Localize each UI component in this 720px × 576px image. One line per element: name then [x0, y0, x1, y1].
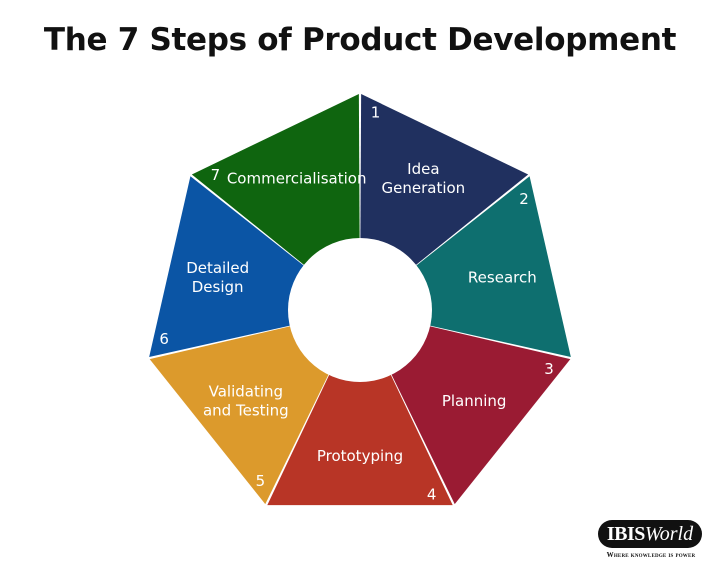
step-number-1: 1	[371, 104, 381, 122]
step-number-2: 2	[519, 190, 529, 208]
step-label-2: Research	[468, 269, 537, 287]
logo-brand-italic: World	[644, 523, 694, 545]
step-label-3: Planning	[442, 392, 507, 410]
step-number-7: 7	[211, 166, 221, 184]
step-number-4: 4	[427, 486, 437, 504]
logo-tagline: Where knowledge is power	[606, 551, 696, 559]
wheel-segment-1	[360, 94, 529, 267]
wheel-segment-4	[267, 373, 453, 506]
step-label-7: Commercialisation	[227, 169, 367, 187]
step-number-3: 3	[544, 360, 554, 378]
page-title: The 7 Steps of Product Development	[43, 22, 677, 58]
wheel-segment-3	[390, 325, 571, 505]
step-label-4: Prototyping	[317, 447, 403, 465]
step-number-6: 6	[159, 330, 169, 348]
wheel-center-hole	[288, 238, 432, 382]
wheel-segment-5	[149, 325, 330, 505]
logo-brand-bold: IBIS	[606, 523, 646, 545]
wheel-segment-2	[414, 176, 571, 357]
step-number-5: 5	[256, 472, 266, 490]
wheel-segment-6	[149, 176, 306, 357]
wheel-segment-7	[191, 94, 360, 267]
